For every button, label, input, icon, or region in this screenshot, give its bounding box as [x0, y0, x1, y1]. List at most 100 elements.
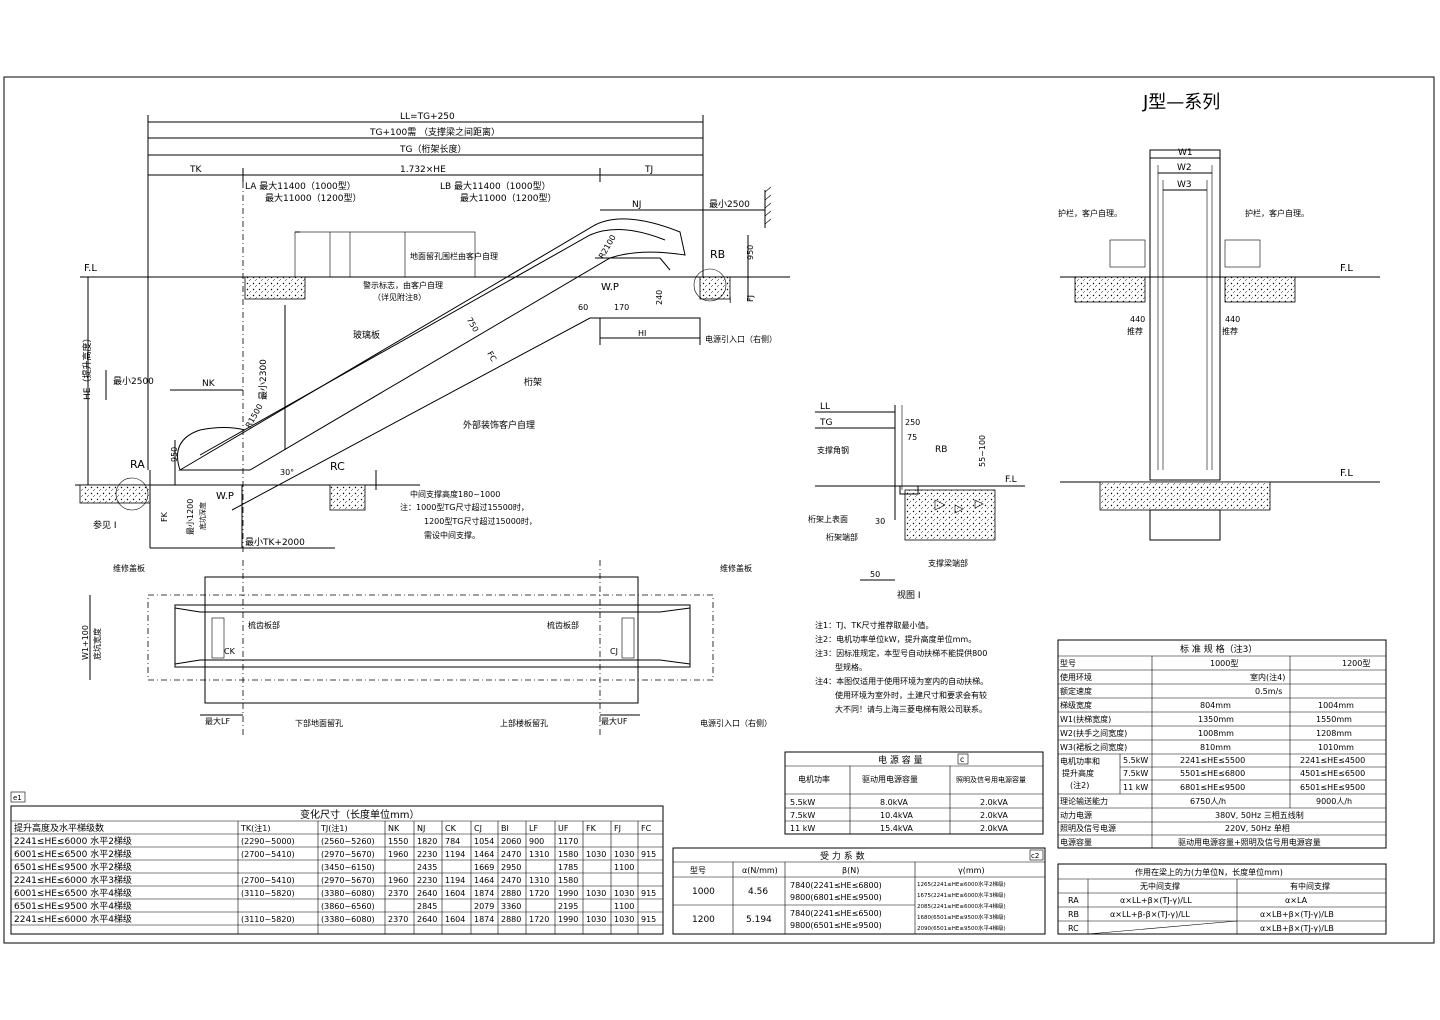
spec-cell: 6501≤HE≤9500: [1300, 783, 1365, 792]
dim-cell: 2370: [388, 889, 408, 898]
dim-cell: 784: [445, 837, 460, 846]
fc-label: FC: [485, 350, 498, 364]
pit-width: 底坑宽度: [92, 628, 102, 660]
load-cell: α×LB+β×(TJ-γ)/LB: [1260, 910, 1334, 919]
dim-table-title: 变化尺寸（长度单位mm）: [300, 808, 419, 821]
spec-cell: W2(扶手之间宽度): [1060, 728, 1127, 738]
detail-ll: LL: [820, 402, 830, 412]
warning-note: 警示标志，由客户自理: [363, 280, 443, 290]
svg-text:I: I: [729, 296, 731, 305]
spec-cell: 1208mm: [1316, 729, 1352, 738]
dim-cell: 915: [641, 889, 656, 898]
min2300: 最小2300: [258, 359, 269, 400]
dim-header: FK: [586, 824, 597, 833]
force-header: γ(mm): [958, 866, 985, 875]
side-fl-bottom: F.L: [1340, 468, 1353, 479]
detail-50: 50: [870, 570, 880, 579]
dim-cell: 1785: [558, 863, 578, 872]
force-cell: 1000: [692, 887, 715, 897]
dim-cell: 1604: [445, 889, 465, 898]
spec-cell: 额定速度: [1060, 686, 1092, 696]
load-cell: α×LB+β×(TJ-γ)/LB: [1260, 924, 1334, 933]
force-cell: 7840(2241≤HE≤6500): [790, 909, 882, 918]
see-i: 参见 I: [93, 519, 117, 531]
power-header: 电机功率: [798, 774, 830, 784]
dim-cell: 1030: [586, 915, 606, 924]
dim-hi: HI: [638, 329, 646, 338]
truss-end: 桁架端部: [826, 532, 858, 542]
dim-cell: (2560~5260): [321, 837, 375, 846]
dim-cell: 1464: [474, 876, 494, 885]
dim-950-top: 950: [746, 245, 755, 260]
dim-header: 提升高度及水平梯级数: [14, 822, 104, 834]
cover-right: 维修盖板: [720, 563, 752, 573]
dim-cell: 1464: [474, 850, 494, 859]
dim-cell: 1310: [529, 876, 549, 885]
dim-cell: (3110~5820): [241, 889, 295, 898]
spec-cell: 220V, 50Hz 单相: [1225, 823, 1290, 833]
spec-cell: 1010mm: [1318, 743, 1354, 752]
rb-label: RB: [710, 248, 725, 261]
load-title: 作用在梁上的力(力单位N，长度单位mm): [1135, 867, 1283, 877]
lower-hole: 下部地面留孔: [295, 718, 343, 728]
load-cell: α×LA: [1285, 896, 1308, 905]
dim-header: FC: [641, 824, 652, 833]
force-cell: 1675(2241≤HE≤6000水平3梯级): [917, 891, 1006, 899]
force-cell: 9800(6501≤HE≤9500): [790, 921, 882, 930]
detail-fl: F.L: [1005, 475, 1017, 485]
dim-cell: 3360: [501, 902, 521, 911]
power-cell: 10.4kVA: [880, 811, 913, 820]
power-cell: 8.0kVA: [880, 798, 908, 807]
spec-cell: 6801≤HE≤9500: [1180, 783, 1245, 792]
dim-cell: 6001≤HE≤6500 水平2梯级: [14, 848, 132, 860]
force-header: β(N): [842, 866, 859, 875]
dim-cell: 1990: [558, 915, 578, 924]
power-header: 驱动用电源容量: [862, 774, 918, 784]
dim-750: 750: [465, 316, 480, 334]
dim-cell: (2700~5410): [241, 850, 295, 859]
force-cell: 1680(6501≤HE≤9500水平3梯级): [917, 913, 1006, 921]
dim-cell: 2880: [501, 889, 521, 898]
side-section-view: W1 W2 W3 护栏，客户自理。 护栏，客户自理。 F.L 440 440 推…: [1058, 148, 1380, 541]
dim-table-tag: e1: [13, 794, 22, 802]
spec-cell: 1004mm: [1318, 701, 1354, 710]
dim-cell: 2470: [501, 876, 521, 885]
load-cell: RA: [1068, 896, 1079, 905]
dim-cell: 2470: [501, 850, 521, 859]
dim-cell: (2970~5670): [321, 876, 375, 885]
power-cell: 5.5kW: [790, 798, 815, 807]
dim-cell: 2435: [417, 863, 437, 872]
force-cell: 1200: [692, 915, 715, 925]
max-lf: 最大LF: [205, 716, 230, 726]
rail-left: 护栏，客户自理。: [1058, 208, 1122, 218]
dim-cell: 915: [641, 850, 656, 859]
spec-cell: 驱动用电源容量+照明及信号用电源容量: [1178, 837, 1321, 847]
power-cell: 2.0kVA: [980, 811, 1008, 820]
power-header: 照明及信号用电源容量: [956, 775, 1026, 784]
wp-bot: W.P: [216, 491, 234, 502]
comb-right: 梳齿板部: [547, 620, 579, 630]
motor-label-2: 提升高度: [1062, 768, 1094, 778]
dim-fk: FK: [160, 511, 169, 522]
ra-label: RA: [130, 458, 145, 471]
dim-header: NJ: [417, 824, 425, 833]
dim-fj: FJ: [746, 295, 755, 302]
mid-support: 中间支撑高度180~1000: [410, 489, 500, 499]
power-cell: 7.5kW: [790, 811, 815, 820]
dim-cell: 2241≤HE≤6000 水平3梯级: [14, 874, 132, 886]
spec-cell: 380V, 50Hz 三相五线制: [1215, 810, 1304, 820]
spec-cell: 电源容量: [1060, 837, 1092, 847]
force-cell: 5.194: [746, 915, 772, 925]
spec-cell: 1550mm: [1316, 715, 1352, 724]
load-header: 有中间支撑: [1290, 881, 1330, 891]
dim-950-bot: 950: [170, 447, 179, 462]
power-cell: 2.0kVA: [980, 824, 1008, 833]
truss-label: 桁架: [524, 376, 542, 388]
dim-ll: LL=TG+250: [400, 112, 455, 122]
spec-table: 标 准 规 格（注3） 型号 1000型 1200型 使用环境 室内(注4) 额…: [1057, 639, 1387, 849]
side-w3: W3: [1177, 180, 1192, 190]
sheet-title: J型—系列: [1142, 92, 1220, 113]
dim-cell: (3380~6080): [321, 889, 375, 898]
dim-cell: 1100: [614, 902, 634, 911]
